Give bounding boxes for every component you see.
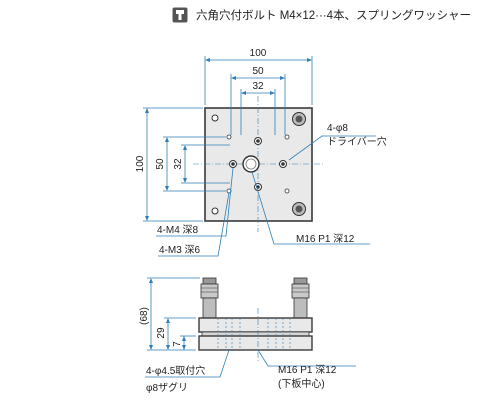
label-lower-center: (下板中心) xyxy=(278,377,325,390)
label-phi8: 4-φ8 xyxy=(327,123,348,134)
header: 六角穴付ボルト M4×12···4本、スプリングワッシャー xyxy=(172,4,471,26)
dim-68: (68) xyxy=(139,307,150,325)
dim-50-left: 50 xyxy=(155,158,166,170)
side-view: (68) 29 7 4-φ4.5取付穴 φ8ザグリ M16 P1 深12 (下板… xyxy=(139,277,356,394)
label-m4: 4-M4 深8 xyxy=(157,224,199,236)
dim-32-left: 32 xyxy=(173,158,184,170)
arrowheads-side xyxy=(149,278,186,350)
m4-holes xyxy=(229,137,287,191)
dim-100-left: 100 xyxy=(135,155,146,172)
top-dimensions xyxy=(143,56,313,222)
top-view: 100 50 32 100 50 32 4-φ8 ドライバー穴 4-M4 深8 … xyxy=(135,48,387,257)
label-m16-top: M16 P1 深12 xyxy=(296,233,355,245)
label-driver-hole: ドライバー穴 xyxy=(327,135,387,148)
label-counterbore: φ8ザグリ xyxy=(146,381,188,394)
dim-29: 29 xyxy=(156,327,167,339)
m3-holes xyxy=(226,134,290,194)
hidden-lines xyxy=(217,318,291,350)
micrometer-left xyxy=(200,277,219,319)
label-m3: 4-M3 深6 xyxy=(159,244,201,256)
m16-hole xyxy=(242,155,260,173)
screw-lock-icon xyxy=(172,7,188,23)
header-title: 六角穴付ボルト M4×12···4本、スプリングワッシャー xyxy=(196,10,472,22)
side-dimensions xyxy=(147,277,200,351)
label-bolt-hole: 4-φ4.5取付穴 xyxy=(146,364,205,377)
micrometer-heads-top xyxy=(292,112,306,216)
dim-7: 7 xyxy=(172,341,183,347)
arrowheads-top xyxy=(145,58,312,221)
driver-holes xyxy=(211,114,219,215)
label-m16-side: M16 P1 深12 xyxy=(278,364,337,376)
upper-plate xyxy=(198,317,313,333)
dim-50-top: 50 xyxy=(252,66,264,77)
lower-plate xyxy=(198,335,313,351)
micrometer-right xyxy=(291,277,310,319)
dim-32-top: 32 xyxy=(252,81,264,92)
dim-100-top: 100 xyxy=(250,48,267,59)
